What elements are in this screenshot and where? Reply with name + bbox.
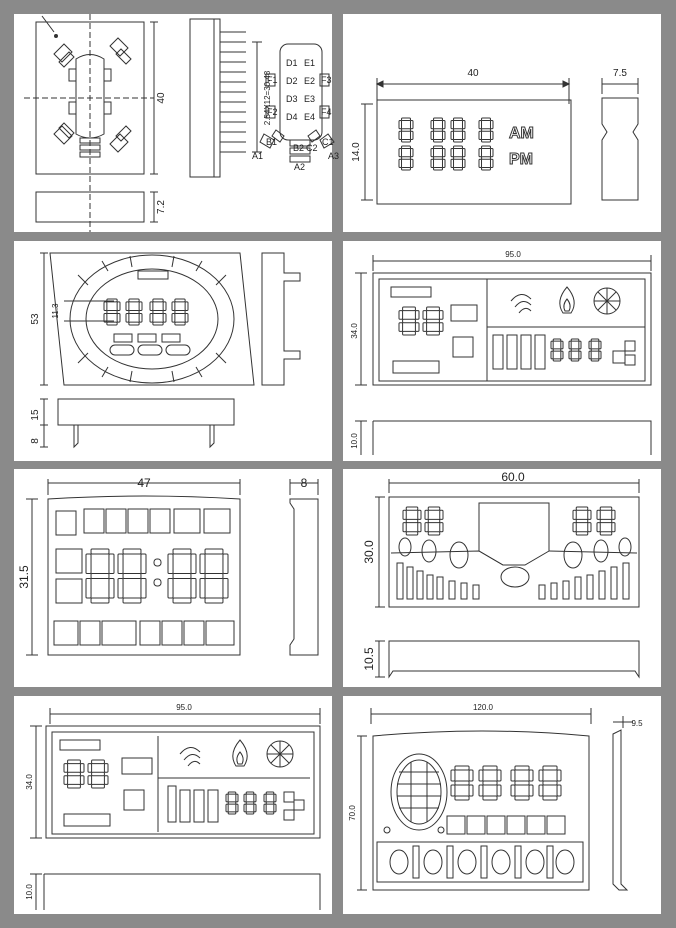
dim-depth: 10.5 bbox=[362, 647, 376, 671]
svg-text:A1: A1 bbox=[252, 151, 263, 161]
fan-digits bbox=[450, 765, 562, 801]
pm-label: PM bbox=[509, 151, 533, 168]
heater-digits bbox=[398, 306, 602, 362]
svg-text:C2: C2 bbox=[306, 143, 318, 153]
panel-lcd-clock-am-pm: 40 14.0 7.5 AM PM bbox=[343, 14, 661, 232]
dim-width: 120.0 bbox=[473, 703, 494, 712]
dim-depth: 7.2 bbox=[156, 200, 167, 214]
dim-height: 14.0 bbox=[351, 142, 362, 162]
drawing-lcd-round-indicator: 40 7.2 2.54X12=30.48 D1 E1 D2 E2 D3 E3 D… bbox=[24, 14, 339, 232]
svg-text:D1: D1 bbox=[286, 58, 298, 68]
dim-height: 30.0 bbox=[362, 540, 376, 564]
dim-depth: 9.5 bbox=[631, 719, 643, 728]
svg-text:D4: D4 bbox=[286, 112, 298, 122]
panel-lcd-heater-95mm-b: 95.0 34.0 10.0 bbox=[14, 696, 332, 914]
panel-lcd-dual-meter: 60.0 30.0 10.5 bbox=[343, 469, 661, 687]
dim-depth: 10.0 bbox=[350, 433, 359, 449]
drawing-lcd-fan-large: 120.0 70.0 9.5 bbox=[348, 703, 643, 891]
svg-text:E2: E2 bbox=[304, 76, 315, 86]
dim-width: 40 bbox=[467, 68, 479, 79]
svg-text:A2: A2 bbox=[294, 162, 305, 172]
dim-width: 95.0 bbox=[505, 250, 521, 259]
svg-text:C1: C1 bbox=[322, 137, 334, 147]
round-display-digits bbox=[103, 298, 189, 326]
dim-height: 31.5 bbox=[17, 565, 31, 589]
svg-text:E3: E3 bbox=[304, 94, 315, 104]
dim-height: 53 bbox=[30, 313, 41, 325]
panel-lcd-segment-grid: 47 31.5 8 bbox=[14, 469, 332, 687]
clock-digits bbox=[398, 117, 494, 171]
grid-digits bbox=[85, 548, 229, 604]
pin-labels: D1 E1 D2 E2 D3 E3 D4 E4 F1 F3 F2 F4 A1 B… bbox=[252, 58, 339, 172]
svg-text:A3: A3 bbox=[328, 151, 339, 161]
svg-text:F2: F2 bbox=[267, 107, 278, 117]
drawing-lcd-clock-am-pm: 40 14.0 7.5 AM PM bbox=[351, 68, 639, 205]
drawing-lcd-heater-95mm-b: 95.0 34.0 10.0 bbox=[25, 703, 321, 910]
drawing-lcd-round-four-digit: 53 11.3 15 8 bbox=[30, 252, 301, 449]
am-label: AM bbox=[509, 125, 534, 142]
dim-width: 47 bbox=[137, 476, 151, 490]
dim-depth: 10.0 bbox=[25, 884, 34, 900]
svg-text:F1: F1 bbox=[267, 75, 278, 85]
svg-text:B2: B2 bbox=[293, 143, 304, 153]
dim-width: 95.0 bbox=[176, 703, 192, 712]
dim-base: 15 bbox=[30, 409, 41, 421]
drawing-lcd-heater-95mm-a: 95.0 34.0 10.0 bbox=[350, 250, 652, 455]
svg-text:F4: F4 bbox=[321, 107, 332, 117]
svg-text:D3: D3 bbox=[286, 94, 298, 104]
svg-text:E4: E4 bbox=[304, 112, 315, 122]
heater-digits bbox=[63, 759, 277, 815]
panel-lcd-fan-large: 120.0 70.0 9.5 bbox=[343, 696, 661, 914]
dim-height: 70.0 bbox=[348, 805, 357, 821]
dim-depth: 7.5 bbox=[613, 68, 627, 79]
dim-depth: 8 bbox=[301, 476, 308, 490]
dim-pitch: 2.54X12=30.48 bbox=[263, 70, 272, 125]
panel-lcd-round-indicator: 40 7.2 2.54X12=30.48 D1 E1 D2 E2 D3 E3 D… bbox=[14, 14, 339, 232]
dim-height: 34.0 bbox=[350, 323, 359, 339]
meter-digits bbox=[402, 506, 616, 536]
svg-text:F3: F3 bbox=[321, 75, 332, 85]
dim-width: 60.0 bbox=[501, 470, 525, 484]
dim-pin: 8 bbox=[30, 438, 41, 444]
svg-text:E1: E1 bbox=[304, 58, 315, 68]
drawing-lcd-segment-grid: 47 31.5 8 bbox=[17, 476, 319, 656]
svg-text:D2: D2 bbox=[286, 76, 298, 86]
dim-height: 34.0 bbox=[25, 774, 34, 790]
panel-lcd-heater-95mm: 95.0 34.0 10.0 bbox=[343, 241, 661, 461]
svg-text:B1: B1 bbox=[266, 137, 277, 147]
dim-height: 40 bbox=[156, 92, 167, 104]
drawing-lcd-dual-meter: 60.0 30.0 10.5 bbox=[362, 470, 640, 679]
panel-lcd-round-four-digit: 53 11.3 15 8 bbox=[14, 241, 332, 461]
dim-inner: 11.3 bbox=[51, 303, 60, 319]
